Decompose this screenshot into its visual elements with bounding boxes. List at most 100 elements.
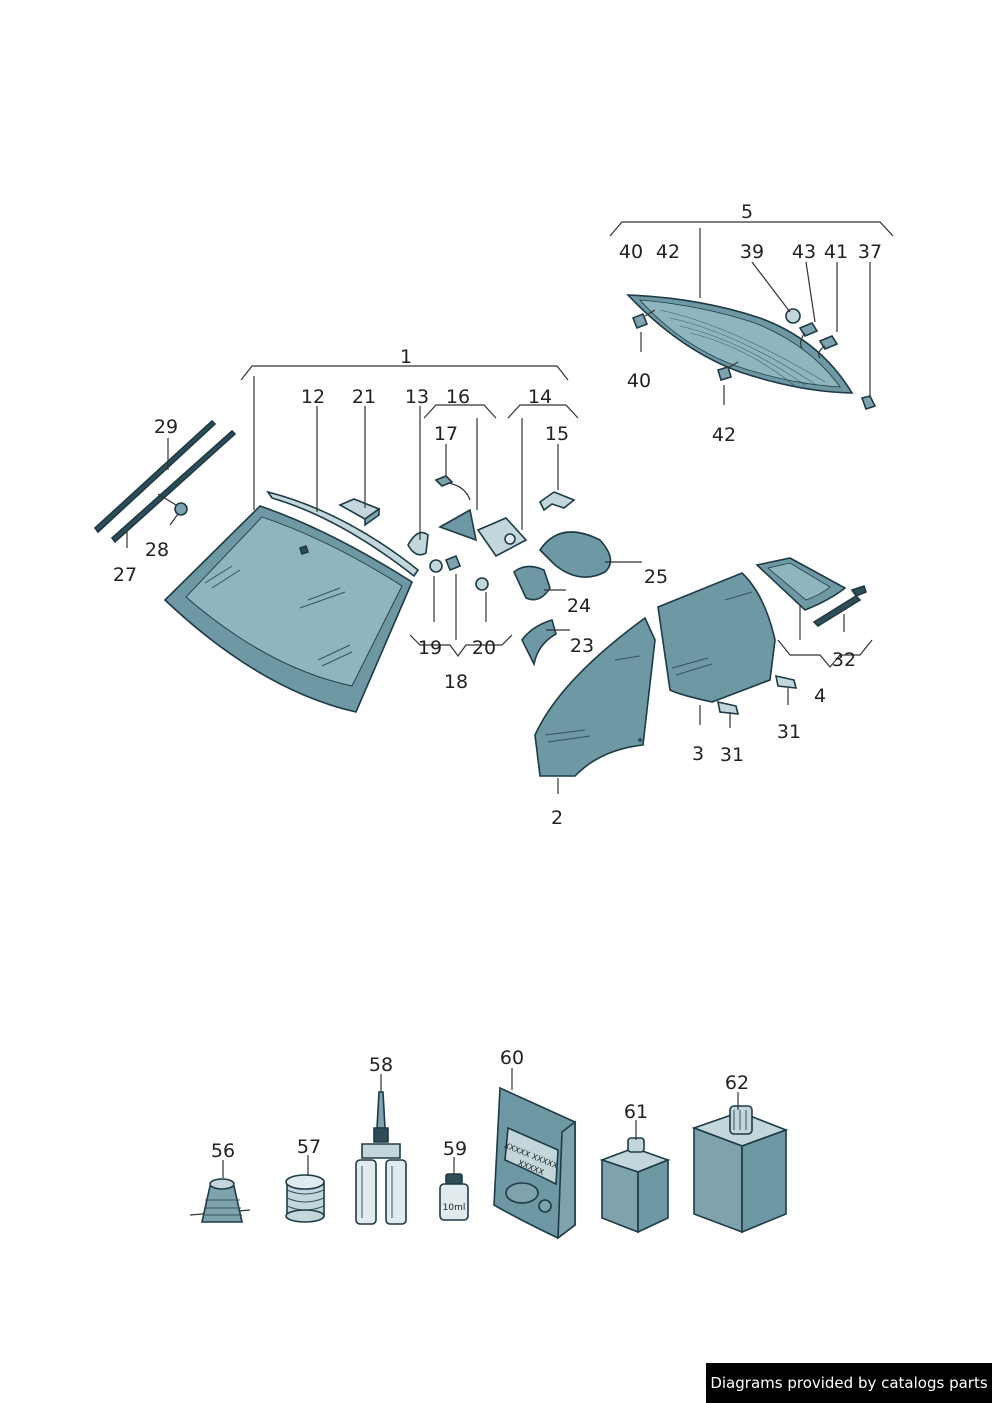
callout-41: 41	[824, 241, 848, 263]
front-door-hole	[638, 738, 642, 742]
callout-16: 16	[446, 386, 470, 408]
callout-13: 13	[405, 386, 429, 408]
callout-60: 60	[500, 1047, 524, 1069]
clip-40-part[interactable]	[631, 312, 649, 330]
cover-21-side	[364, 507, 380, 527]
spacer-39-part[interactable]	[785, 308, 801, 324]
part-18-piece[interactable]	[444, 554, 462, 572]
windshield-group	[163, 365, 569, 713]
callout-61: 61	[624, 1101, 648, 1123]
callout-24: 24	[567, 595, 591, 617]
cover-23-part[interactable]	[521, 619, 557, 667]
rear-window-group	[609, 221, 894, 411]
callout-39: 39	[740, 241, 764, 263]
clip-20-part[interactable]	[475, 577, 489, 591]
clip-28-part[interactable]	[174, 502, 188, 516]
bracket-32	[777, 639, 873, 668]
callout-56: 56	[211, 1140, 235, 1162]
callout-28: 28	[145, 539, 169, 561]
door-glasses	[534, 557, 873, 794]
bracket-18	[409, 634, 513, 658]
callout-27: 27	[113, 564, 137, 586]
callout-31-left: 31	[720, 744, 744, 766]
bracket-1	[240, 365, 569, 381]
callout-31-right: 31	[777, 721, 801, 743]
sensor-dot	[298, 544, 310, 556]
callout-12: 12	[301, 386, 325, 408]
connector-43-part[interactable]	[798, 322, 819, 337]
adhesive-58-part[interactable]	[355, 1091, 407, 1225]
kit-60-part[interactable]	[493, 1086, 576, 1240]
cleaner-62-part[interactable]	[691, 1105, 789, 1234]
quarter-glass-inner	[767, 562, 831, 601]
sensor-parts	[407, 404, 642, 667]
strip-32-part[interactable]	[812, 594, 862, 628]
cord-57-part[interactable]	[285, 1174, 325, 1223]
callout-1: 1	[400, 346, 412, 368]
guide-31-a[interactable]	[716, 700, 740, 715]
callout-42-top: 42	[656, 241, 680, 263]
cover-16-part[interactable]	[438, 508, 478, 542]
housing-14-part[interactable]	[476, 517, 528, 558]
bracket-13-part[interactable]	[407, 531, 429, 556]
clip-42-part[interactable]	[717, 366, 732, 381]
bracket-5	[609, 221, 894, 237]
callout-29: 29	[154, 416, 178, 438]
strip-32-end	[850, 584, 867, 597]
callout-40-top: 40	[619, 241, 643, 263]
cover-24-part[interactable]	[513, 565, 551, 601]
cleaner-61-part[interactable]	[599, 1137, 671, 1234]
callout-14: 14	[528, 386, 552, 408]
callout-59: 59	[443, 1138, 467, 1160]
windshield-reflections	[204, 565, 353, 667]
windshield-inner	[185, 516, 403, 687]
callout-57: 57	[297, 1136, 321, 1158]
clip-15-part[interactable]	[538, 491, 576, 512]
attribution-footer: Diagrams provided by catalogs parts	[706, 1363, 992, 1403]
attribution-text: Diagrams provided by catalogs parts	[710, 1374, 988, 1392]
rear-window-inner	[639, 299, 841, 388]
callout-21: 21	[352, 386, 376, 408]
callout-42: 42	[712, 424, 736, 446]
callout-labels: 5 40 42 39 43 41 37 40 42 1 12 21 13 16 …	[113, 201, 882, 1162]
callout-25: 25	[644, 566, 668, 588]
callout-19: 19	[418, 637, 442, 659]
callout-18: 18	[444, 671, 468, 693]
callout-3: 3	[692, 743, 704, 765]
rear-door-glass-3[interactable]	[657, 572, 776, 703]
callout-43: 43	[792, 241, 816, 263]
rear-defroster-lines	[659, 309, 826, 387]
front-door-glass-2[interactable]	[534, 616, 656, 777]
part-37[interactable]	[860, 395, 877, 411]
seal-56-part[interactable]	[189, 1178, 251, 1223]
callout-20: 20	[472, 637, 496, 659]
front-door-reflections	[544, 655, 641, 743]
cover-25-part[interactable]	[538, 531, 612, 578]
callout-2: 2	[551, 807, 563, 829]
callout-40: 40	[627, 370, 651, 392]
callout-58: 58	[369, 1054, 393, 1076]
bracket-16	[423, 404, 497, 419]
guide-31-b[interactable]	[774, 674, 798, 689]
bottle-59-label: 10ml	[443, 1203, 466, 1213]
accessories: 10ml XXXXX XXXXX XXXXX	[189, 1068, 789, 1240]
ring-19-part[interactable]	[429, 559, 443, 573]
callout-37: 37	[858, 241, 882, 263]
callout-5: 5	[741, 201, 753, 223]
connector-41-part[interactable]	[818, 335, 839, 350]
callout-17: 17	[434, 423, 458, 445]
callout-15: 15	[545, 423, 569, 445]
callout-23: 23	[570, 635, 594, 657]
primer-59-part[interactable]	[439, 1173, 469, 1221]
callout-62: 62	[725, 1072, 749, 1094]
callout-4: 4	[814, 685, 826, 707]
trim-strips	[93, 419, 237, 548]
housing-14-lens	[504, 533, 516, 545]
callout-32: 32	[832, 649, 856, 671]
cable-17-part[interactable]	[434, 475, 454, 487]
strip-27-part[interactable]	[110, 429, 237, 544]
rear-door-reflections	[671, 591, 753, 676]
bracket-14	[507, 404, 579, 419]
strip-29-part[interactable]	[93, 419, 217, 534]
